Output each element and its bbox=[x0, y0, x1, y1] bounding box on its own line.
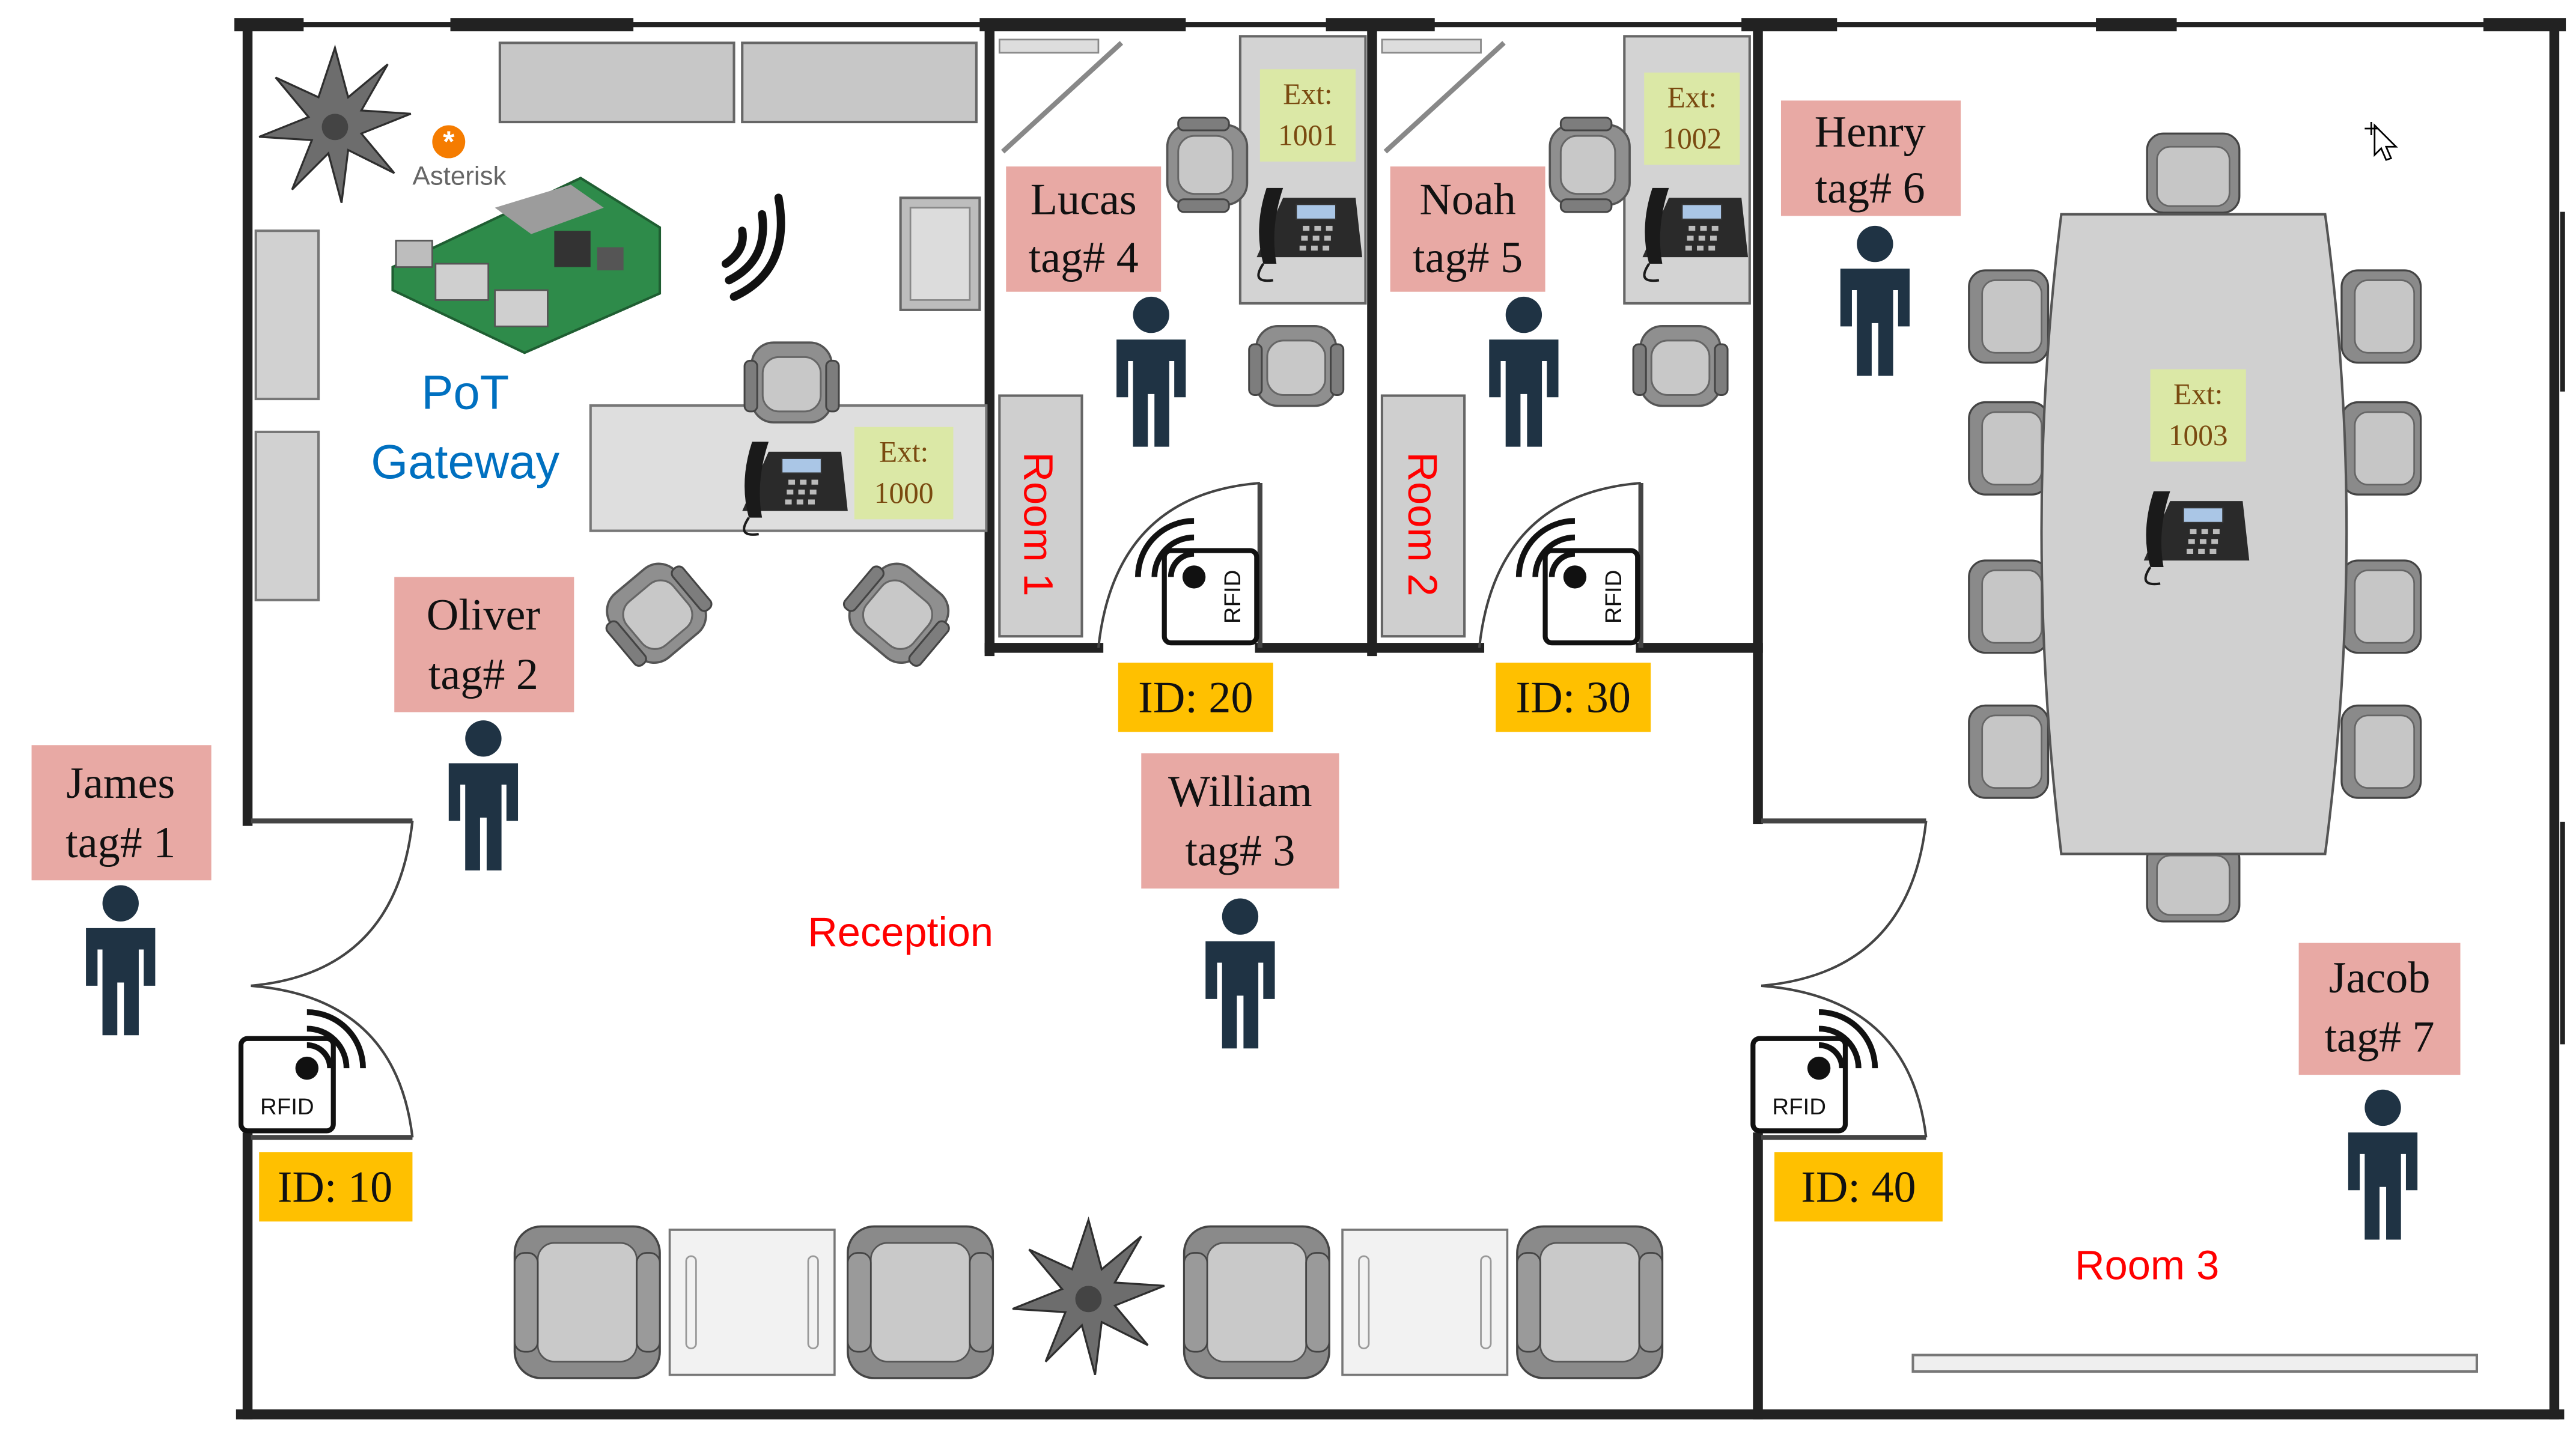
room-labels: Reception Room 3 Room 1 Room 2 bbox=[808, 452, 2219, 1289]
reader-id: ID: 10 bbox=[278, 1162, 392, 1212]
person-oliver: Oliver tag# 2 bbox=[394, 577, 574, 870]
ext-label: Ext: bbox=[1283, 77, 1332, 111]
rfid-reader-10: RFID ID: 10 bbox=[238, 1009, 413, 1222]
person-name: Jacob bbox=[2329, 953, 2431, 1003]
extension-1001: Ext: 1001 bbox=[1256, 69, 1362, 281]
person-icon bbox=[2348, 1089, 2418, 1240]
person-tag: tag# 1 bbox=[65, 818, 175, 867]
svg-text:Asterisk: Asterisk bbox=[412, 161, 507, 190]
person-jacob: Jacob tag# 7 bbox=[2298, 943, 2461, 1240]
person-william: William tag# 3 bbox=[1141, 753, 1339, 1049]
person-name: Oliver bbox=[427, 591, 541, 640]
person-icon bbox=[1840, 225, 1910, 376]
walls bbox=[234, 18, 2566, 1420]
person-tag: tag# 7 bbox=[2324, 1013, 2434, 1062]
rfid-icon: RFID bbox=[1750, 1009, 1878, 1134]
svg-text:*: * bbox=[443, 125, 455, 158]
room2-furniture bbox=[1380, 35, 1751, 638]
person-icon bbox=[86, 885, 156, 1036]
ext-number: 1001 bbox=[1278, 118, 1338, 151]
reader-id: ID: 30 bbox=[1516, 673, 1631, 722]
ext-label: Ext: bbox=[879, 435, 928, 468]
extension-1000: Ext: 1000 bbox=[742, 427, 954, 535]
room3-label: Room 3 bbox=[2075, 1242, 2219, 1288]
svg-text:RFID: RFID bbox=[1220, 570, 1246, 624]
person-name: James bbox=[66, 759, 175, 808]
person-james: James tag# 1 bbox=[31, 745, 212, 1036]
person-name: Noah bbox=[1419, 175, 1515, 225]
rfid-reader-30: RFID ID: 30 bbox=[1496, 518, 1651, 732]
person-noah: Noah tag# 5 bbox=[1390, 166, 1559, 447]
person-tag: tag# 3 bbox=[1185, 827, 1295, 876]
person-name: Henry bbox=[1815, 108, 1926, 157]
room1-label: Room 1 bbox=[1015, 452, 1061, 597]
raspberry-pi-icon bbox=[391, 177, 662, 354]
room2-label: Room 2 bbox=[1399, 452, 1446, 597]
person-tag: tag# 4 bbox=[1029, 233, 1139, 282]
doors bbox=[251, 481, 1928, 1140]
ext-number: 1002 bbox=[1662, 122, 1722, 155]
reader-id: ID: 20 bbox=[1138, 673, 1253, 722]
gateway-line2: Gateway bbox=[371, 435, 559, 488]
svg-text:RFID: RFID bbox=[260, 1094, 314, 1120]
person-name: William bbox=[1168, 767, 1312, 816]
svg-text:RFID: RFID bbox=[1772, 1094, 1826, 1120]
person-lucas: Lucas tag# 4 bbox=[1006, 166, 1186, 447]
ext-number: 1003 bbox=[2169, 419, 2228, 452]
person-icon bbox=[1489, 296, 1559, 447]
extension-1002: Ext: 1002 bbox=[1642, 72, 1748, 281]
asterisk-logo: * Asterisk bbox=[412, 125, 507, 190]
person-name: Lucas bbox=[1031, 175, 1137, 225]
rfid-icon: RFID bbox=[1134, 518, 1259, 646]
rfid-reader-20: RFID ID: 20 bbox=[1118, 518, 1273, 732]
extension-1003: Ext: 1003 bbox=[2144, 369, 2250, 585]
ext-label: Ext: bbox=[1667, 80, 1717, 114]
cursor-icon bbox=[2364, 122, 2398, 161]
reader-id: ID: 40 bbox=[1801, 1162, 1916, 1212]
ext-number: 1000 bbox=[874, 476, 934, 509]
person-icon bbox=[448, 720, 519, 870]
person-icon bbox=[1205, 898, 1275, 1049]
person-tag: tag# 2 bbox=[428, 650, 538, 699]
person-icon bbox=[1116, 296, 1186, 447]
person-henry: Henry tag# 6 bbox=[1780, 100, 1961, 376]
wireless-signal-icon bbox=[721, 193, 785, 301]
reception-label: Reception bbox=[808, 909, 993, 955]
rfid-icon: RFID bbox=[1515, 518, 1640, 646]
rfid-reader-40: RFID ID: 40 bbox=[1750, 1009, 1943, 1222]
person-tag: tag# 5 bbox=[1413, 233, 1523, 282]
person-tag: tag# 6 bbox=[1815, 164, 1925, 213]
rfid-icon: RFID bbox=[238, 1009, 366, 1134]
ext-label: Ext: bbox=[2173, 377, 2223, 410]
svg-text:RFID: RFID bbox=[1601, 570, 1627, 624]
gateway-line1: PoT bbox=[421, 366, 509, 419]
pot-gateway-label: PoT Gateway bbox=[371, 366, 559, 488]
